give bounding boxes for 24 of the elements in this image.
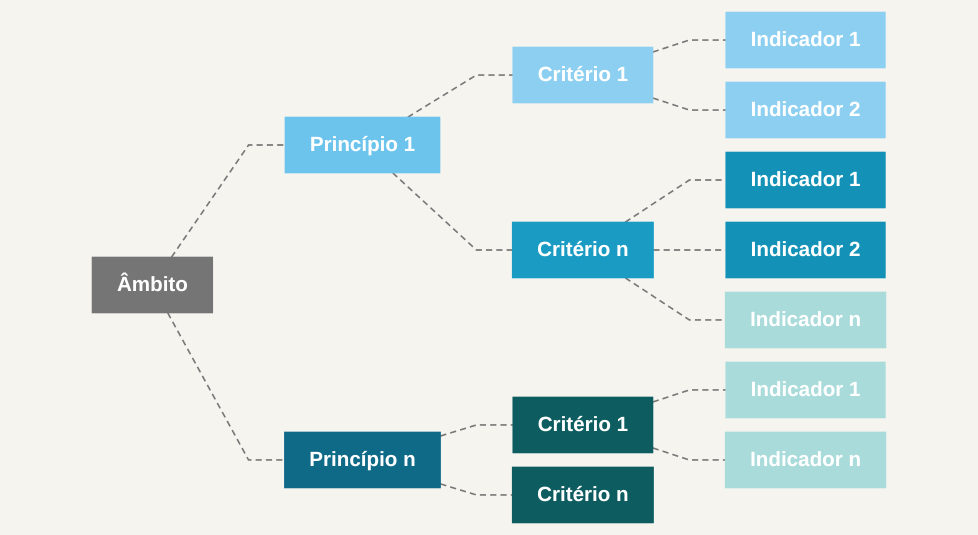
node-box: Critério 1 (512, 46, 654, 104)
node-box: Princípio 1 (284, 116, 440, 174)
connector (166, 312, 285, 461)
node-box: Indicador 2 (725, 222, 886, 278)
connector (652, 39, 726, 53)
node-box: Indicador 1 (725, 362, 886, 418)
connector (440, 483, 512, 496)
connector (652, 389, 726, 403)
connector (652, 447, 726, 461)
connector (392, 172, 512, 251)
node-box: Indicador 1 (725, 12, 886, 68)
node-box: Indicador 1 (725, 152, 886, 208)
node-box: Critério 1 (512, 396, 654, 454)
connector (440, 424, 513, 437)
node-box: Critério n (512, 466, 654, 524)
connector (652, 97, 726, 111)
connector (407, 74, 513, 118)
node-box: Princípio n (284, 432, 441, 488)
connector (170, 144, 286, 258)
node-box: Indicador 2 (725, 82, 886, 138)
node-box: Âmbito (92, 256, 214, 314)
node-box: Indicador n (724, 432, 886, 488)
node-box: Critério n (512, 222, 654, 278)
node-box: Indicador n (724, 292, 886, 348)
